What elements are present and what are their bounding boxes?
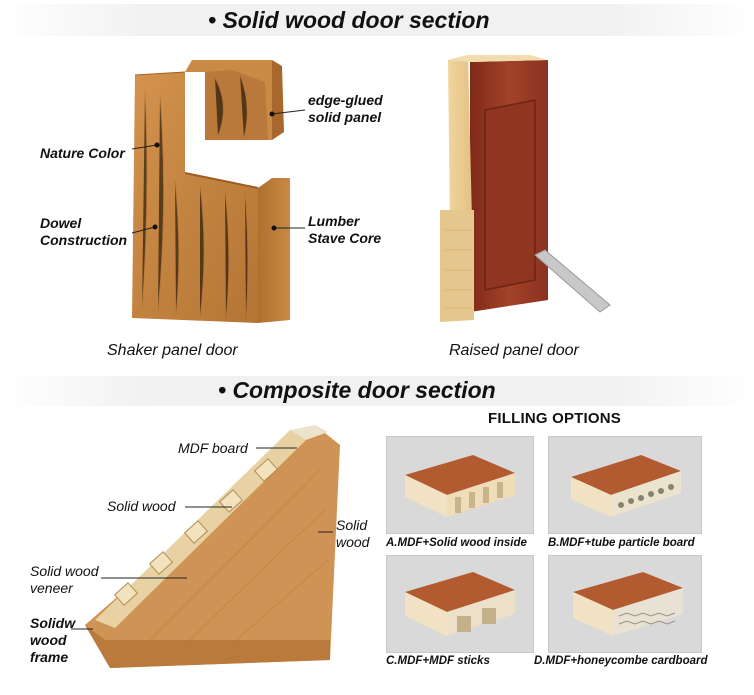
raised-door-cut-edge	[440, 210, 474, 322]
label-solid-wood-veneer: Solid wood veneer	[30, 563, 99, 596]
option-b-image	[548, 436, 702, 534]
solid-title-band	[0, 4, 754, 36]
raised-door-threshold	[534, 249, 611, 313]
label-dowel-construction: Dowel Construction	[40, 215, 128, 248]
option-c-image	[386, 555, 534, 653]
composite-mdf-top	[290, 425, 328, 440]
option-a-image	[386, 436, 534, 534]
label-solid-wood-inner: Solid wood	[107, 498, 176, 514]
option-b-label: B.MDF+tube particle board	[548, 537, 695, 549]
composite-face	[85, 425, 340, 668]
shaker-panel-edge	[272, 60, 284, 140]
label-mdf-board: MDF board	[178, 440, 248, 456]
raised-door-caption: Raised panel door	[449, 342, 579, 359]
solid-section-title: • Solid wood door section	[208, 7, 490, 33]
option-d-image	[548, 555, 702, 653]
option-d-label: D.MDF+honeycombe cardboard	[534, 655, 708, 667]
shaker-stile-edge	[258, 178, 290, 323]
raised-door-stile	[448, 55, 472, 225]
option-a-label: A.MDF+Solid wood inside	[386, 537, 527, 549]
filling-options-title: FILLING OPTIONS	[488, 410, 621, 427]
raised-door-top	[448, 55, 548, 62]
composite-section-title: • Composite door section	[218, 377, 496, 403]
label-solid-wood-right: Solid wood	[336, 517, 370, 550]
composite-title-band	[0, 376, 754, 406]
label-edge-glued-panel: edge-glued solid panel	[308, 92, 383, 125]
composite-frame-bottom	[85, 625, 330, 668]
option-c-label: C.MDF+MDF sticks	[386, 655, 490, 667]
shaker-door-caption: Shaker panel door	[107, 342, 238, 359]
shaker-door-illustration	[131, 55, 611, 323]
label-solid-wood-frame: Solidw wood frame	[30, 615, 76, 665]
label-lumber-stave-core: Lumber Stave Core	[308, 213, 382, 246]
raised-door-panel	[484, 99, 536, 291]
label-nature-color: Nature Color	[40, 145, 125, 161]
